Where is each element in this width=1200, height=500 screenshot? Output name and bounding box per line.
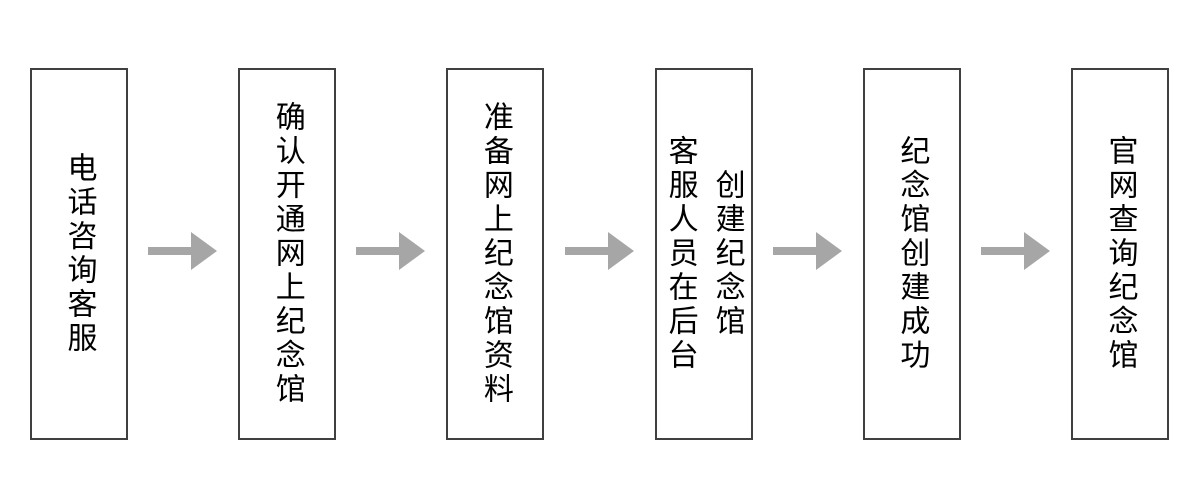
flow-step-3: 准备网上纪念馆资料 bbox=[446, 68, 545, 440]
flow-arrow-3 bbox=[544, 68, 654, 440]
flow-arrow-2 bbox=[336, 68, 446, 440]
right-arrow-icon bbox=[772, 232, 842, 270]
flow-step-3-label: 准备网上纪念馆资料 bbox=[478, 101, 512, 407]
flow-step-4-line-1: 客服人员在后台 bbox=[663, 135, 697, 373]
flow-step-6-label: 官网查询纪念馆 bbox=[1103, 135, 1137, 373]
flow-step-4-line-2: 创建纪念馆 bbox=[710, 169, 744, 339]
flow-arrow-4 bbox=[753, 68, 863, 440]
flow-step-2: 确认开通网上纪念馆 bbox=[238, 68, 337, 440]
right-arrow-icon bbox=[980, 232, 1050, 270]
flow-step-6: 官网查询纪念馆 bbox=[1071, 68, 1170, 440]
flow-step-5: 纪念馆创建成功 bbox=[862, 68, 961, 440]
flow-step-1: 电话咨询客服 bbox=[30, 68, 128, 440]
flow-arrow-1 bbox=[128, 68, 238, 440]
right-arrow-icon bbox=[564, 232, 634, 270]
flow-step-1-label: 电话咨询客服 bbox=[62, 152, 96, 356]
flow-arrow-5 bbox=[961, 68, 1071, 440]
flow-step-2-label: 确认开通网上纪念馆 bbox=[270, 101, 304, 407]
flowchart: 电话咨询客服 确认开通网上纪念馆 准备网上纪念馆资料 客服人员在后台 bbox=[30, 68, 1170, 440]
flow-step-4: 客服人员在后台 创建纪念馆 bbox=[654, 68, 753, 440]
right-arrow-icon bbox=[356, 232, 426, 270]
flow-step-5-label: 纪念馆创建成功 bbox=[895, 135, 929, 373]
right-arrow-icon bbox=[148, 232, 218, 270]
flow-step-4-label: 客服人员在后台 创建纪念馆 bbox=[657, 135, 751, 373]
